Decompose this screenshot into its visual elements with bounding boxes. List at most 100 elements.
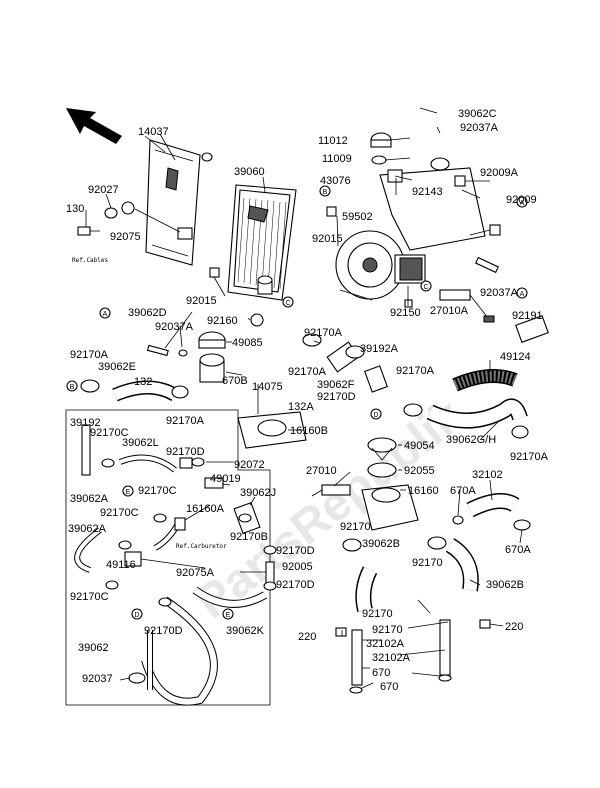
bolt-130[interactable] [77,226,100,236]
clamp-92170A-right[interactable] [511,425,529,439]
grommet-92075[interactable] [121,201,135,215]
label-39062B-a: 39062B [362,538,400,550]
joint-92072[interactable] [179,457,193,469]
o-ring-670-a[interactable] [349,686,363,694]
clamp-92170-b[interactable] [427,536,447,550]
hose-39062K[interactable] [192,586,267,608]
radiator-fan[interactable] [335,230,426,301]
joint-49019[interactable] [204,477,224,489]
label-39062GH: 39062G/H [446,434,496,446]
thermostat[interactable] [367,437,397,461]
label-39192A: 39192A [360,343,399,355]
label-220-left: 220 [298,631,316,643]
fan-bolt[interactable] [404,299,413,308]
callout-a-2: A [516,196,528,208]
clamp-92170C-a[interactable] [101,458,115,468]
pipe-39192[interactable] [81,424,91,476]
reservoir-cap[interactable] [370,132,392,148]
svg-text:B: B [70,384,75,391]
label-16160B: 16160B [290,425,328,437]
label-39062F: 39062F [317,379,355,391]
label-92170-b: 92170 [412,557,443,569]
thermostat-housing[interactable] [361,484,419,531]
clip-92037A[interactable] [178,349,188,357]
label-59502: 59502 [342,211,373,223]
bolt-92009A[interactable] [454,175,490,187]
o-ring-92055[interactable] [367,462,397,478]
clamp-92170C-b[interactable] [153,513,167,523]
o-ring-670-b[interactable] [438,674,452,682]
clamp-92170-a[interactable] [342,538,362,552]
clamp-92170C-c[interactable] [118,540,132,550]
hose-39062-long[interactable] [141,596,218,706]
hose-39062GH[interactable] [426,398,528,429]
pipe-92005[interactable] [265,561,275,585]
o-ring-670A-b[interactable] [513,519,531,531]
pipe-39062F[interactable] [364,365,388,393]
label-92170-d: 92170 [372,624,403,636]
callout-c-1: C [282,296,294,308]
label-92170A-b: 92170A [288,366,327,378]
callout-a-3: A [516,287,528,299]
label-92170D-a: 92170D [166,446,205,458]
overflow-hose-39062C[interactable] [389,106,449,150]
fan-switch-27010A[interactable] [439,289,495,323]
label-39062B-b: 39062B [486,579,524,591]
hose-32102[interactable] [466,493,520,518]
bolt-92009[interactable] [469,224,501,236]
label-49085: 49085 [232,337,263,349]
label-92037A-top: 92037A [460,122,499,134]
cap-gasket[interactable] [371,155,387,165]
o-ring-670A-a[interactable] [452,515,464,525]
radiator-screen[interactable] [145,139,213,266]
label-670A-a: 670A [450,485,476,497]
pipe-32102A-left[interactable] [351,629,363,686]
clamp-92170C-d[interactable] [105,580,119,590]
clamp-92170A-mid[interactable] [171,385,189,399]
thermostat-housing-cover[interactable] [237,411,307,449]
bolt-220-left[interactable] [335,627,347,637]
temperature-sensor-27010[interactable] [311,484,351,497]
radiator[interactable] [227,184,297,301]
corrugated-hose-49124[interactable] [452,369,518,392]
label-49124: 49124 [500,351,531,363]
hose-39062B-right[interactable] [445,538,479,592]
clamp-92170A-left[interactable] [80,379,100,393]
label-670A-b: 670A [505,544,531,556]
clamp-92170B[interactable] [238,513,252,523]
radiator-cap[interactable] [198,331,226,349]
label-39062K: 39062K [226,625,265,637]
label-39062C-top: 39062C [458,108,497,120]
part-number-labels: 14037 39060 92027 130 92075 92015 92015 … [66,108,549,693]
cover-92191[interactable] [515,315,549,343]
clamp-92170A-top[interactable] [302,333,322,347]
clamp-92170D-d[interactable] [158,597,172,607]
clip-92037[interactable] [128,672,146,684]
ref-carburetor-note: Ref.Carburetor [176,543,227,550]
bolt-220-right[interactable] [479,619,491,629]
clamp-92170D-b[interactable] [263,545,277,555]
clamp-92170A-2[interactable] [345,345,365,359]
filler-neck[interactable] [199,353,225,383]
radiator-clip[interactable] [177,227,193,240]
fitting-16160A[interactable] [174,517,186,531]
clamp-92170D-a[interactable] [191,457,205,467]
hose-39062-small[interactable] [475,256,499,274]
clamp-92170A-3[interactable] [403,403,423,417]
clamp-92170D-c[interactable] [263,581,277,591]
hose-39062L[interactable] [118,454,177,473]
hose-39062B-left[interactable] [355,566,378,612]
reservoir-tank[interactable] [379,157,486,251]
hose-39062A[interactable] [74,527,102,573]
collar-92027[interactable] [104,207,118,219]
bracket-92015-lower[interactable] [209,267,220,278]
grommet-92160[interactable] [250,313,264,327]
label-92170A-d: 92170A [166,415,205,427]
label-92170D-mid: 92170D [317,391,356,403]
label-32102: 32102 [472,469,503,481]
pipe-32102A-right[interactable] [439,619,451,676]
hose-39062D[interactable] [146,344,169,357]
label-92191: 92191 [512,310,543,322]
bracket-92015-upper[interactable] [326,206,337,217]
hose-132[interactable] [112,380,179,402]
